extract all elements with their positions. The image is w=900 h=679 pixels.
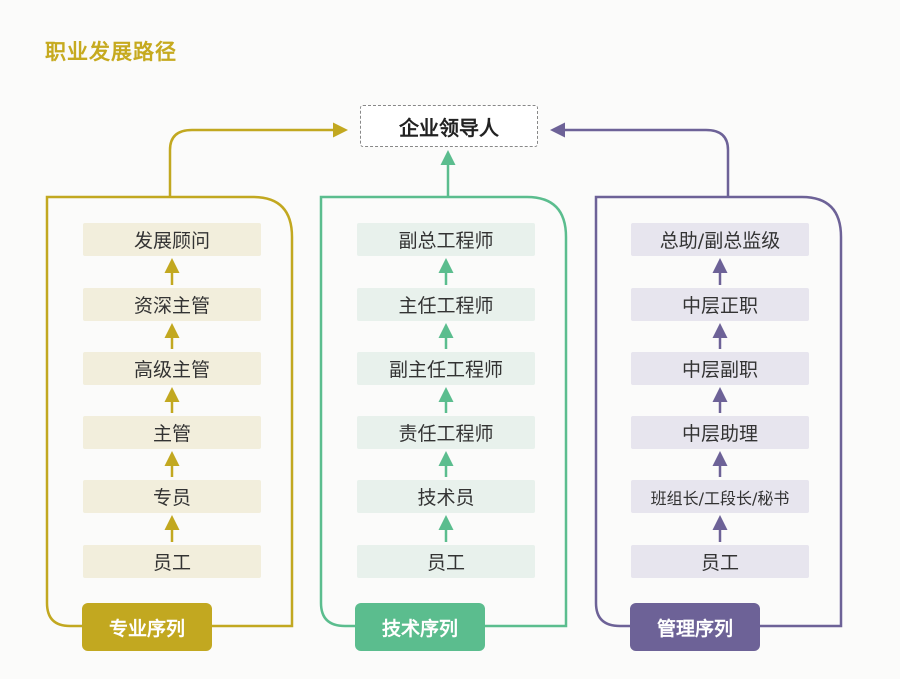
technical-track-label: 技术序列 (355, 603, 485, 651)
professional-to-top-arrow (168, 122, 348, 197)
professional-level-4: 主管 (83, 416, 261, 449)
technical-level-2: 主任工程师 (357, 288, 535, 321)
technical-level-6: 员工 (357, 545, 535, 578)
management-level-4: 中层助理 (631, 416, 809, 449)
technical-level-3: 副主任工程师 (357, 352, 535, 385)
professional-track-label: 专业序列 (82, 603, 212, 651)
technical-track-outline (319, 195, 568, 628)
management-track-outline (594, 195, 843, 628)
management-level-6: 员工 (631, 545, 809, 578)
professional-level-3: 高级主管 (83, 352, 261, 385)
management-track-label: 管理序列 (630, 603, 760, 651)
professional-level-6: 员工 (83, 545, 261, 578)
professional-level-5: 专员 (83, 480, 261, 513)
management-to-top-arrow (550, 122, 730, 197)
technical-level-4: 责任工程师 (357, 416, 535, 449)
management-level-3: 中层副职 (631, 352, 809, 385)
technical-level-1: 副总工程师 (357, 223, 535, 256)
technical-level-5: 技术员 (357, 480, 535, 513)
level-arrows (164, 258, 728, 542)
management-level-1: 总助/副总监级 (631, 223, 809, 256)
professional-track-outline (45, 195, 294, 628)
professional-level-2: 资深主管 (83, 288, 261, 321)
management-level-5: 班组长/工段长/秘书 (631, 480, 809, 513)
page-title: 职业发展路径 (45, 40, 177, 64)
management-level-2: 中层正职 (631, 288, 809, 321)
top-leader-box: 企业领导人 (360, 105, 538, 147)
professional-level-1: 发展顾问 (83, 223, 261, 256)
